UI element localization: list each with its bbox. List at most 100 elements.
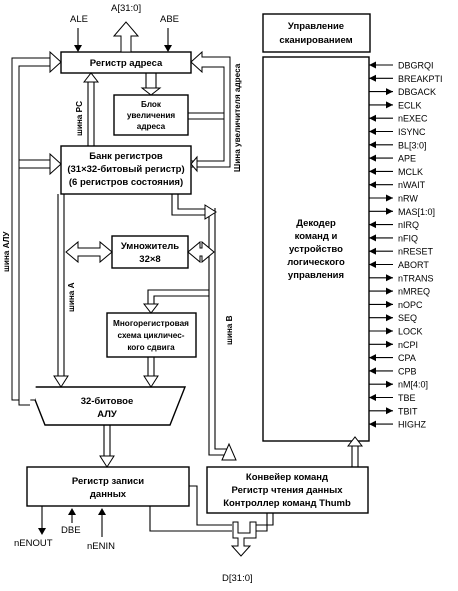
incr-bus-label: Шина увеличителя адреса xyxy=(233,63,242,172)
bus-b-label: шина В xyxy=(225,315,234,345)
incr-to-regbank-arrow xyxy=(190,155,198,173)
ale-arrow xyxy=(74,45,82,52)
shifter-label-3: кого сдвига xyxy=(127,343,175,352)
shifter-label-1: Многорегистровая xyxy=(113,319,189,328)
pc-bus-arrow xyxy=(82,72,100,83)
signal-arrow xyxy=(369,114,376,122)
signal-arrow xyxy=(369,167,376,175)
incr-bus xyxy=(190,50,231,168)
signal-label: DBGACK xyxy=(398,87,436,97)
signal-arrow xyxy=(369,74,376,82)
signal-arrow xyxy=(369,234,376,242)
scan-label-2: сканированием xyxy=(279,35,352,46)
control-signals: DBGRQI BREAKPTI DBGACK ECLK nEXEC ISYNC BL[3:0… xyxy=(369,61,443,430)
register-bank-block: Банк регистров (31×32-битовый регистр) (… xyxy=(60,145,192,195)
signal-arrow xyxy=(386,340,393,348)
mult-left-arrow xyxy=(65,240,113,264)
signal-label: nEXEC xyxy=(398,114,428,124)
signal-label: BREAKPTI xyxy=(398,74,443,84)
instruction-pipeline-block: Конвейер команд Регистр чтения данных Ко… xyxy=(206,466,369,514)
signal-label: nM[4:0] xyxy=(398,380,428,390)
address-out-arrow xyxy=(112,21,140,53)
alu-bus-arrow-addr xyxy=(49,50,62,74)
signal-label: TBIT xyxy=(398,406,418,416)
signal-arrow xyxy=(386,207,393,215)
decoder-label-3: устройство xyxy=(289,244,343,255)
instruction-decoder-block: Декодер команд и устройство логического … xyxy=(262,56,370,442)
signal-arrow xyxy=(386,300,393,308)
signal-label: ECLK xyxy=(398,100,422,110)
address-register-block: Регистр адреса xyxy=(60,51,192,74)
mult-label-1: Умножитель xyxy=(121,241,179,252)
alu-bus-label: шина АЛУ xyxy=(2,231,11,272)
mult-right-arrow xyxy=(187,240,215,264)
pipe-label-2: Регистр чтения данных xyxy=(232,485,344,496)
signal-arrow xyxy=(369,221,376,229)
signal-label: SEQ xyxy=(398,313,417,323)
alu-block: 32-битовое АЛУ xyxy=(28,386,187,426)
signal-arrow xyxy=(386,407,393,415)
signal-arrow xyxy=(386,88,393,96)
address-incrementer-block: Блок увеличения адреса xyxy=(113,94,189,136)
scan-control-block: Управление сканированием xyxy=(262,13,371,53)
signal-label: nWAIT xyxy=(398,180,426,190)
alu-bus-inner xyxy=(18,65,52,406)
signal-label: TBE xyxy=(398,393,416,403)
dbe-label: DBE xyxy=(61,525,81,536)
signal-arrow xyxy=(369,128,376,135)
signal-label: APE xyxy=(398,154,416,164)
regbank-label-2: (31×32-битовый регистр) xyxy=(67,164,184,175)
pipe-to-decoder-arrow xyxy=(346,436,364,447)
signal-arrow xyxy=(386,101,393,109)
mult-label-2: 32×8 xyxy=(139,254,160,265)
addr-to-incr-arrow xyxy=(140,87,162,96)
signal-arrow xyxy=(386,380,393,388)
nenout-label: nENOUT xyxy=(14,538,53,549)
signal-label: BL[3:0] xyxy=(398,140,427,150)
signal-label: HIGHZ xyxy=(398,420,427,430)
signal-arrow xyxy=(369,394,376,401)
decoder-label-1: Декодер xyxy=(296,218,336,229)
signal-arrow xyxy=(386,274,393,282)
incr-label-3: адреса xyxy=(137,122,166,131)
signal-arrow xyxy=(369,420,376,428)
pc-bus-label: шина PC xyxy=(75,101,84,136)
bottom-signals: nENOUT DBE nENIN D[31:0] xyxy=(14,506,253,584)
signal-label: nRESET xyxy=(398,247,434,257)
signal-label: MAS[1:0] xyxy=(398,207,435,217)
signal-label: nOPC xyxy=(398,300,423,310)
nenout-arrow xyxy=(38,528,46,535)
signal-label: MCLK xyxy=(398,167,423,177)
signal-label: nTRANS xyxy=(398,273,434,283)
internal-buses xyxy=(11,50,364,557)
address-bus-label: A[31:0] xyxy=(111,3,141,14)
data-bus-label: D[31:0] xyxy=(222,573,253,584)
signal-arrow xyxy=(369,141,376,149)
alu-to-wreg-arrow xyxy=(99,455,115,468)
top-signals: ALE A[31:0] ABE xyxy=(70,3,179,53)
bus-a-arrow xyxy=(53,375,69,388)
signal-label: DBGRQI xyxy=(398,61,434,71)
signal-label: CPA xyxy=(398,353,416,363)
bus-b-to-shifter-arrow xyxy=(142,303,160,314)
nenin-arrow xyxy=(98,508,106,515)
decoder-label-2: команд и xyxy=(295,231,338,242)
alu-label-1: 32-битовое xyxy=(81,396,134,407)
signal-label: LOCK xyxy=(398,327,423,337)
signal-arrow xyxy=(369,154,376,162)
signal-label: nMREQ xyxy=(398,287,430,297)
incr-label-2: увеличения xyxy=(127,111,176,120)
signal-arrow xyxy=(386,314,393,322)
pipe-to-bus-b-arrow xyxy=(221,442,237,461)
multiplier-block: Умножитель 32×8 xyxy=(111,235,189,269)
signal-label: nCPI xyxy=(398,340,418,350)
bus-a-label: шина А xyxy=(67,282,76,312)
bus-labels: шина PC Шина увеличителя адреса шина АЛУ… xyxy=(2,63,242,345)
signal-arrow xyxy=(386,327,393,335)
decoder-label-4: логического xyxy=(287,257,345,268)
regbank-to-bus-b-arrow xyxy=(204,204,217,220)
decoder-label-5: управления xyxy=(288,270,344,281)
signal-label: ISYNC xyxy=(398,127,426,137)
